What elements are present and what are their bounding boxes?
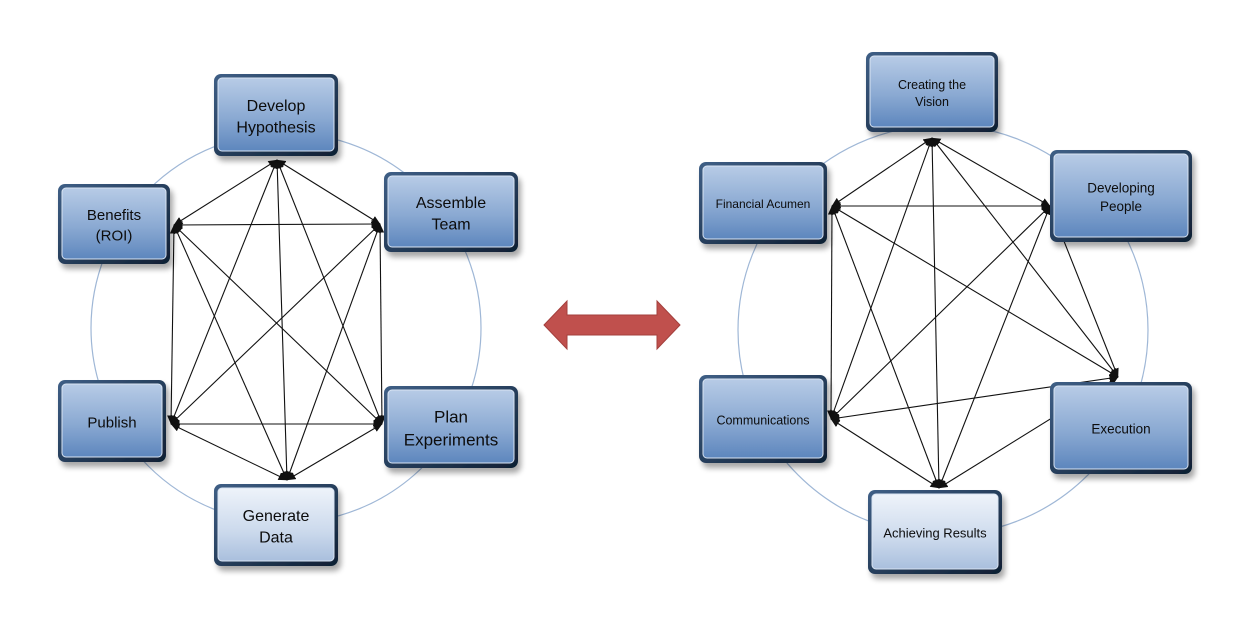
right-connector-1-3 [938,205,1051,489]
left-box-publish: Publish [58,380,166,462]
label-line: Team [431,216,470,233]
left-connector-0-4 [170,159,278,425]
box-face [61,187,167,260]
left-connector-2-3 [286,423,383,481]
label-line: Vision [915,95,949,109]
left-connector-0-5 [173,159,278,226]
label-line: Hypothesis [236,119,315,136]
left-label-benefits-roi: Benefits (ROI) [87,207,141,244]
label-line: Publish [87,414,136,431]
label-line: Achieving Results [883,526,987,541]
label-line: (ROI) [96,227,133,244]
box-face [217,487,335,562]
right-connector-0-3 [928,137,943,489]
right-connector-1-4 [830,205,1051,420]
box-face [1053,153,1189,238]
label-line: Generate [243,508,310,525]
left-connector-1-4 [170,223,381,425]
right-connector-3-5 [831,205,940,489]
left-connector-0-1 [276,159,381,225]
right-box-achieving-results: Achieving Results [868,490,1002,574]
right-label-achieving-results: Achieving Results [883,526,987,541]
label-line: Experiments [404,430,498,449]
right-box-financial-acumen: Financial Acumen [699,162,827,244]
box-face [1053,385,1189,470]
label-line: Benefits [87,207,141,224]
right-label-financial-acumen: Financial Acumen [716,197,811,211]
left-connector-3-5 [173,224,288,481]
right-connector-4-5 [827,205,836,420]
right-connector-3-4 [830,418,940,489]
box-face [871,493,999,570]
label-line: Develop [247,98,306,115]
left-connectors [167,159,386,481]
left-connector-0-3 [273,159,291,481]
label-line: People [1100,199,1142,214]
right-connector-0-5 [831,137,933,207]
label-line: Data [259,529,293,546]
right-box-execution: Execution [1050,382,1192,474]
label-line: Plan [434,407,468,426]
right-connector-0-4 [830,137,933,420]
box-face [702,165,824,240]
right-label-execution: Execution [1091,422,1150,437]
left-connector-4-5 [167,224,178,425]
label-line: Execution [1091,422,1150,437]
right-box-communications: Communications [699,375,827,463]
box-face [387,389,515,464]
box-face [61,383,163,458]
label-line: Financial Acumen [716,197,811,211]
right-label-communications: Communications [716,413,809,427]
label-line: Creating the [898,78,966,92]
double-arrow-icon [543,299,681,351]
left-connector-2-5 [173,224,383,425]
left-connector-1-3 [286,223,381,481]
left-connector-1-2 [376,223,386,425]
box-face [217,77,335,152]
left-box-benefits-roi: Benefits (ROI) [58,184,170,264]
box-face [869,55,995,128]
left-label-publish: Publish [87,414,136,431]
right-connector-0-1 [931,137,1051,207]
label-line: Developing [1087,181,1155,196]
box-face [387,175,515,248]
box-face [702,378,824,459]
center-double-arrow [543,299,681,351]
left-connector-3-4 [170,423,288,481]
label-line: Communications [716,413,809,427]
label-line: Assemble [416,195,486,212]
left-connector-1-5 [173,220,381,229]
left-connector-0-2 [276,159,383,425]
